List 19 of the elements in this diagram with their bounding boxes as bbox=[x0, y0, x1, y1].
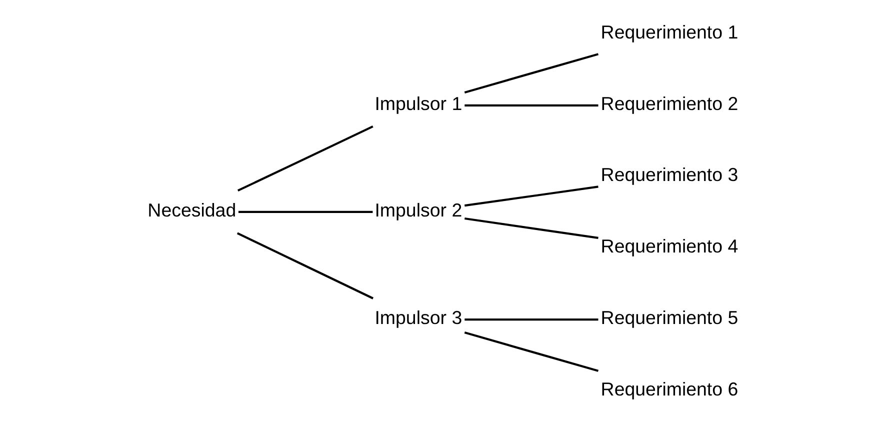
connector bbox=[464, 53, 598, 94]
node-text: Requerimiento 6 bbox=[600, 378, 738, 400]
connector bbox=[464, 104, 598, 106]
node-text: Requerimiento 2 bbox=[600, 92, 738, 114]
node-text: Requerimiento 1 bbox=[600, 21, 738, 42]
node-text: Necesidad bbox=[147, 199, 236, 220]
connector bbox=[238, 210, 372, 213]
node-text: Impulsor 1 bbox=[374, 92, 462, 114]
node-text: Requerimiento 4 bbox=[600, 236, 738, 257]
connector bbox=[464, 217, 598, 240]
node-text: Impulsor 2 bbox=[374, 199, 462, 220]
node-text: Requerimiento 3 bbox=[600, 164, 738, 186]
node-text: Impulsor 3 bbox=[374, 307, 462, 328]
connector bbox=[464, 186, 598, 207]
connector bbox=[464, 318, 598, 321]
connector bbox=[464, 332, 598, 372]
connector bbox=[236, 126, 373, 192]
connector bbox=[236, 232, 373, 300]
node-text: Requerimiento 5 bbox=[600, 307, 738, 328]
